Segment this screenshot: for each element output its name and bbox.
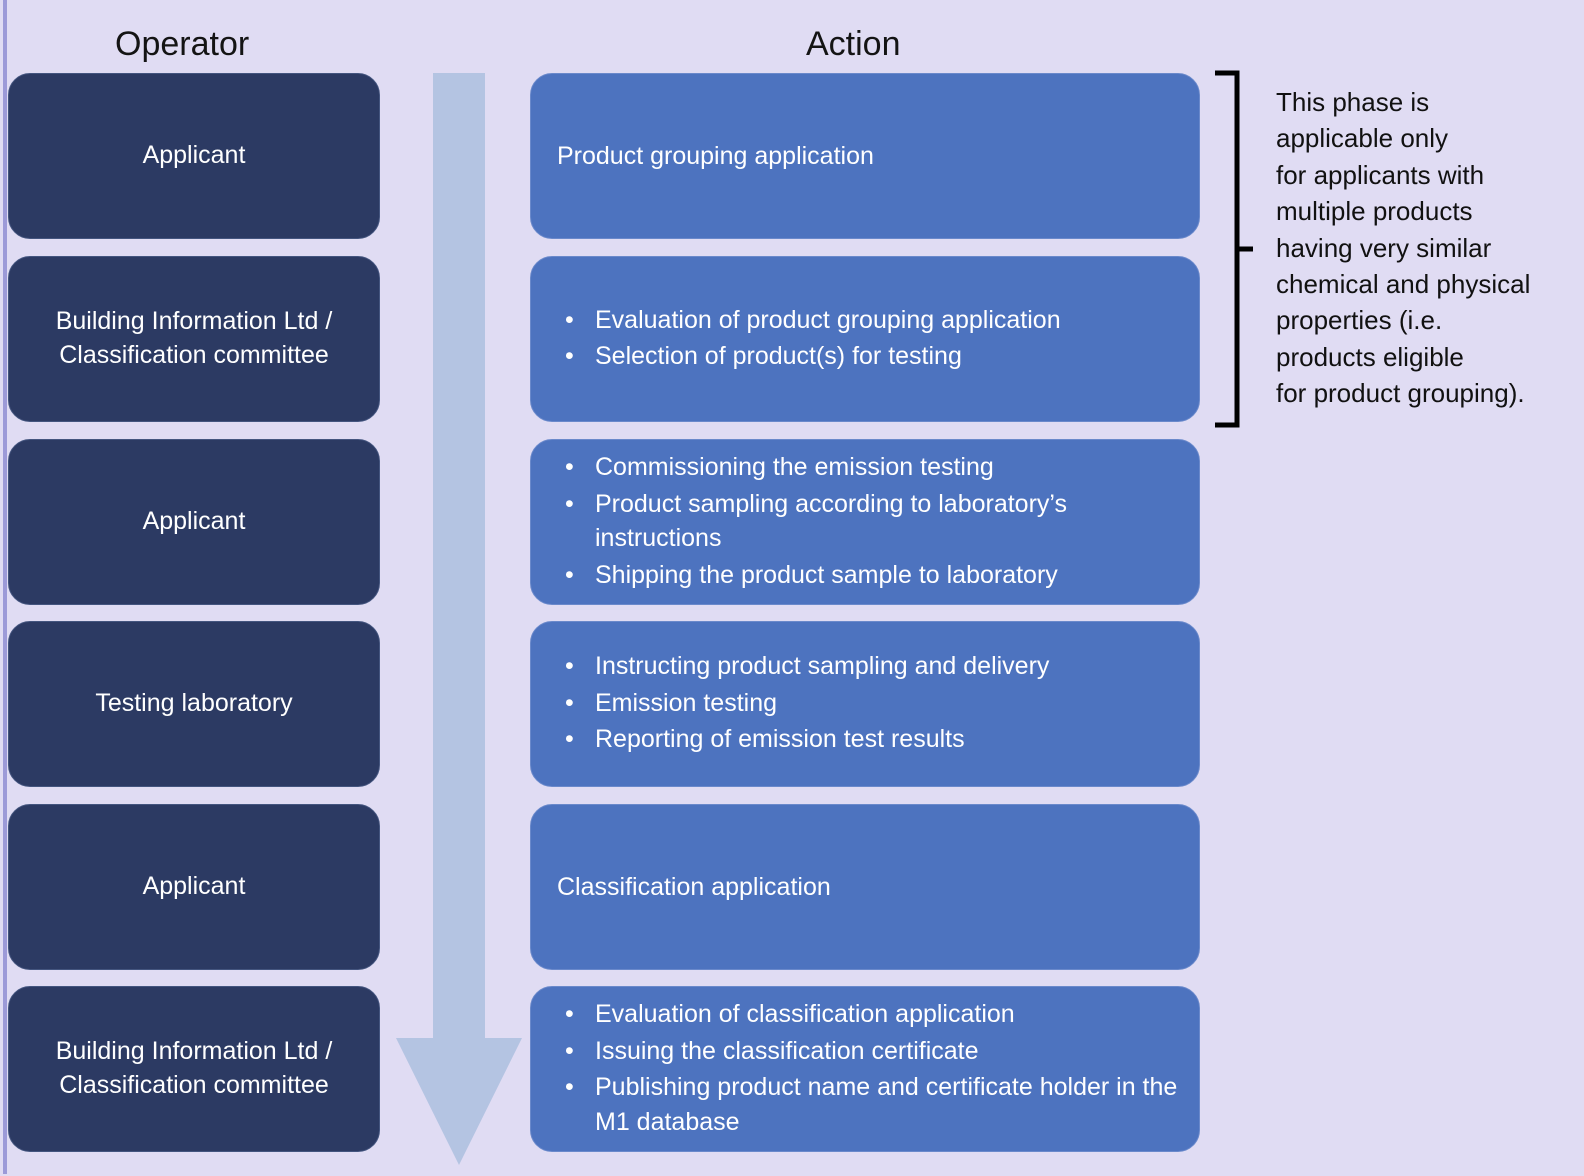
list-item-text: Commissioning the emission testing [595, 453, 994, 481]
operator-label: Testing laboratory [95, 689, 293, 718]
action-text: Classification application [557, 872, 831, 901]
bullet-dot-icon: • [565, 725, 574, 754]
action-text: Product grouping application [557, 141, 874, 170]
action-bullet-list: • Instructing product sampling and deliv… [557, 649, 1179, 759]
action-box-2[interactable]: • Evaluation of product grouping applica… [530, 256, 1200, 422]
column-heading-operator: Operator [115, 25, 250, 63]
right-square-bracket-icon [1211, 68, 1255, 430]
bullet-dot-icon: • [565, 1000, 574, 1028]
list-item: • Evaluation of classification applicati… [557, 997, 1179, 1032]
operator-label: Building Information Ltd / Classificatio… [55, 1037, 333, 1099]
list-item: • Commissioning the emission testing [557, 450, 1179, 485]
operator-box-4[interactable]: Testing laboratory [8, 621, 380, 787]
operator-box-5[interactable]: Applicant [8, 804, 380, 970]
action-box-5[interactable]: Classification application [530, 804, 1200, 970]
bullet-dot-icon: • [565, 1073, 574, 1101]
phase-annotation-text: This phase is applicable only for applic… [1276, 87, 1531, 409]
bullet-dot-icon: • [565, 688, 574, 717]
list-item-text: Reporting of emission test results [595, 725, 965, 754]
list-item: • Shipping the product sample to laborat… [557, 558, 1179, 593]
operator-box-1[interactable]: Applicant [8, 73, 380, 239]
action-box-1[interactable]: Product grouping application [530, 73, 1200, 239]
list-item-text: Publishing product name and certificate … [595, 1073, 1178, 1136]
action-box-4[interactable]: • Instructing product sampling and deliv… [530, 621, 1200, 787]
left-edge-rule [3, 0, 7, 1174]
operator-label: Applicant [142, 872, 246, 901]
list-item-text: Evaluation of classification application [595, 1000, 1015, 1028]
down-arrow-icon [396, 73, 536, 1171]
list-item: • Selection of product(s) for testing [557, 339, 1179, 374]
list-item-text: Emission testing [595, 688, 778, 717]
bullet-dot-icon: • [565, 305, 574, 334]
action-bullet-list: • Evaluation of product grouping applica… [557, 303, 1179, 376]
action-bullet-list: • Evaluation of classification applicati… [557, 997, 1179, 1141]
action-bullet-list: • Commissioning the emission testing • P… [557, 450, 1179, 594]
list-item: • Product sampling according to laborato… [557, 487, 1179, 556]
list-item-text: Shipping the product sample to laborator… [595, 560, 1058, 589]
list-item: • Issuing the classification certificate [557, 1034, 1179, 1069]
list-item: • Publishing product name and certificat… [557, 1070, 1179, 1139]
bullet-dot-icon: • [565, 342, 574, 370]
operator-label: Applicant [142, 507, 246, 536]
bullet-dot-icon: • [565, 1036, 574, 1065]
list-item-text: Selection of product(s) for testing [595, 342, 962, 370]
bullet-dot-icon: • [565, 560, 574, 589]
operator-box-6[interactable]: Building Information Ltd / Classificatio… [8, 986, 380, 1152]
operator-label: Building Information Ltd / Classificatio… [55, 307, 333, 369]
bullet-dot-icon: • [565, 453, 574, 481]
list-item: • Reporting of emission test results [557, 722, 1179, 757]
list-item-text: Evaluation of product grouping applicati… [595, 305, 1061, 334]
operator-box-3[interactable]: Applicant [8, 439, 380, 605]
list-item: • Instructing product sampling and deliv… [557, 649, 1179, 684]
action-box-6[interactable]: • Evaluation of classification applicati… [530, 986, 1200, 1152]
action-box-3[interactable]: • Commissioning the emission testing • P… [530, 439, 1200, 605]
operator-label: Applicant [142, 141, 246, 170]
bullet-dot-icon: • [565, 652, 574, 681]
list-item: • Evaluation of product grouping applica… [557, 303, 1179, 338]
column-heading-action: Action [806, 25, 901, 63]
bullet-dot-icon: • [565, 489, 574, 518]
list-item: • Emission testing [557, 686, 1179, 721]
list-item-text: Product sampling according to laboratory… [595, 489, 1068, 553]
list-item-text: Issuing the classification certificate [595, 1036, 979, 1065]
list-item-text: Instructing product sampling and deliver… [595, 652, 1050, 681]
operator-box-2[interactable]: Building Information Ltd / Classificatio… [8, 256, 380, 422]
